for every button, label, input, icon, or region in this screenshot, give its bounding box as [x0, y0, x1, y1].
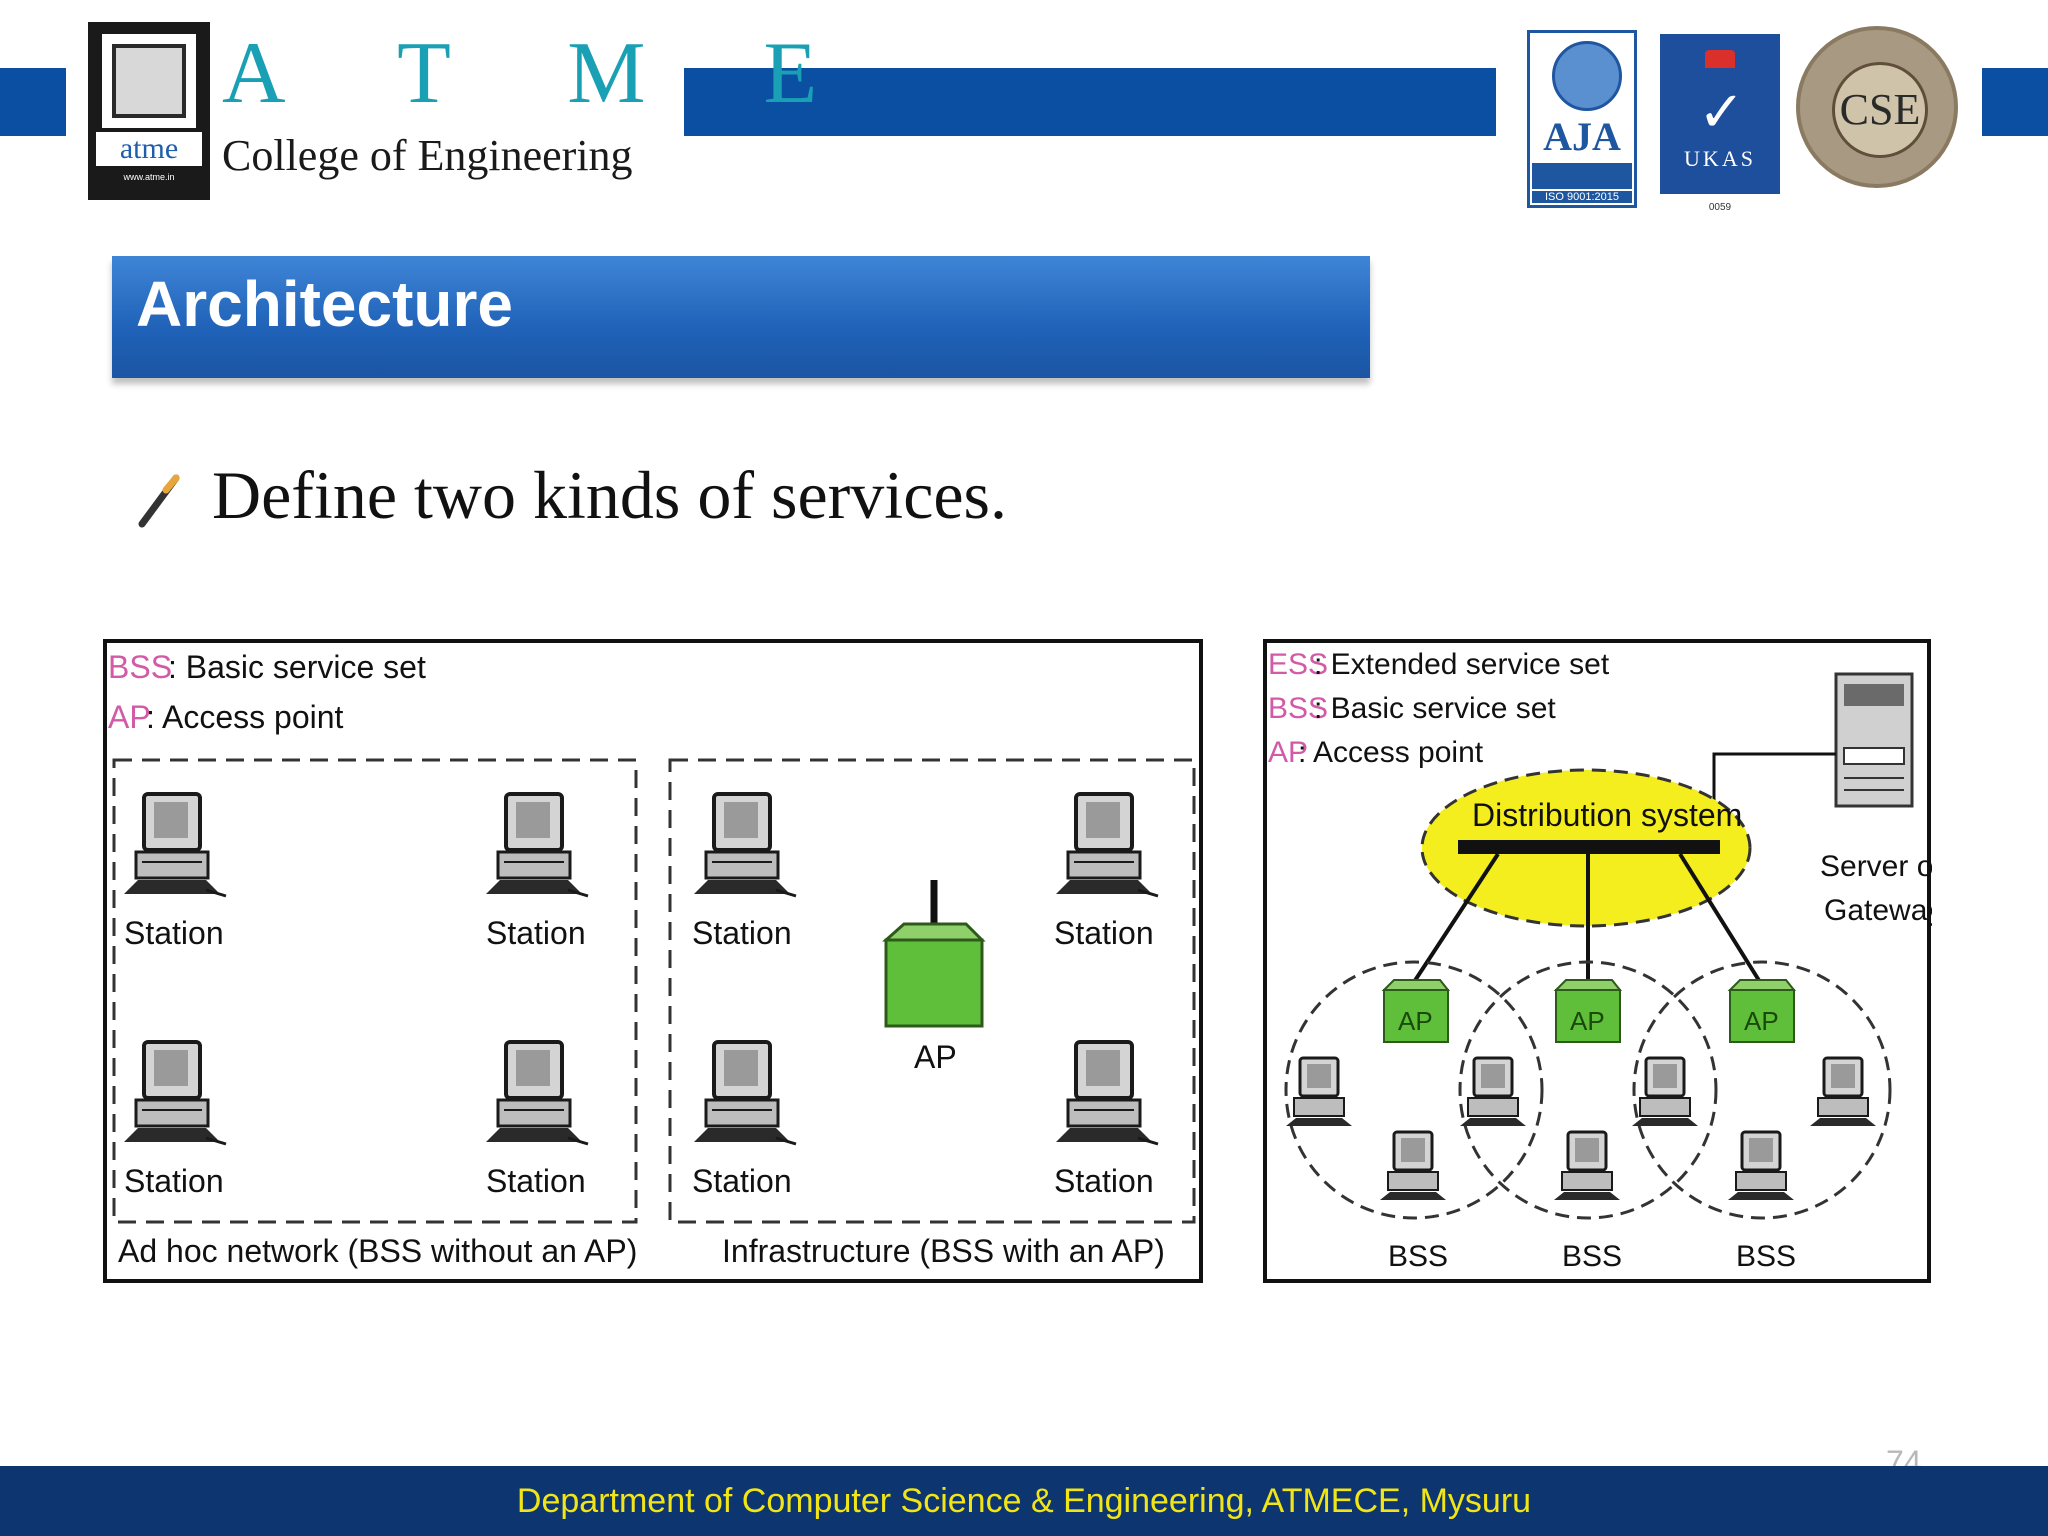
footer-text: Department of Computer Science & Enginee… — [516, 1482, 1532, 1520]
atme-logo-url: www.atme.in — [123, 172, 175, 182]
infrastructure-caption: Infrastructure (BSS with an AP) — [722, 1233, 1165, 1269]
aja-registrars-logo: AJA ISO 9001:2015 — [1527, 30, 1637, 208]
legend-text-ess: : Extended service set — [1314, 648, 1610, 681]
adhoc-bss-boundary — [112, 758, 638, 1224]
legend-abbr-ess: ESS — [1268, 648, 1328, 681]
bss-circle — [1458, 960, 1718, 1220]
station-label: Station — [692, 1163, 792, 1199]
legend-abbr-bss: BSS — [1268, 692, 1328, 725]
legend-text-ap: : Access point — [1298, 736, 1484, 769]
header-band-center — [684, 68, 1496, 136]
ukas-number: 0059 — [1708, 202, 1732, 213]
station-label: Station — [124, 915, 224, 951]
cse-department-logo: CSE — [1796, 26, 1958, 188]
aja-iso-label: ISO 9001:2015 — [1532, 191, 1632, 203]
college-name: College of Engineering — [222, 131, 633, 180]
legend-abbr-ap: AP — [1268, 736, 1308, 769]
bss-label: BSS — [1562, 1240, 1622, 1273]
legend-abbr-ap: AP — [108, 699, 151, 735]
atme-logo: atme www.atme.in — [88, 22, 210, 200]
server-label-line2: Gateway — [1824, 894, 1932, 927]
infrastructure-bss-boundary — [668, 758, 1196, 1224]
header-band-left — [0, 68, 66, 136]
station-label: Station — [486, 915, 586, 951]
pencil-icon — [138, 474, 180, 528]
ap-label: AP — [914, 1039, 957, 1075]
adhoc-caption: Ad hoc network (BSS without an AP) — [118, 1233, 637, 1269]
aja-logo-text: AJA — [1543, 114, 1621, 159]
checkmark-icon: ✓ — [1698, 80, 1745, 143]
legend-abbr-bss: BSS — [108, 649, 172, 685]
ap-label: AP — [1398, 1006, 1433, 1036]
ap-link — [1678, 852, 1762, 984]
ess-diagram: ESS : Extended service set BSS : Basic s… — [1263, 639, 1932, 1283]
legend-text-bss: : Basic service set — [1314, 692, 1556, 725]
ap-label: AP — [1570, 1006, 1605, 1036]
station-label: Station — [124, 1163, 224, 1199]
header-band-right — [1982, 68, 2048, 136]
station-label: Station — [1054, 915, 1154, 951]
ukas-logo-text: UKAS — [1684, 146, 1756, 171]
bss-circle — [1632, 960, 1892, 1220]
server-icon — [1834, 672, 1914, 808]
station-label: Station — [692, 915, 792, 951]
legend-text-bss: : Basic service set — [168, 649, 426, 685]
server-label-line1: Server or — [1820, 850, 1932, 883]
bss-label: BSS — [1736, 1240, 1796, 1273]
slide-title: Architecture — [136, 268, 513, 340]
station-label: Station — [1054, 1163, 1154, 1199]
legend-text-ap: : Access point — [146, 699, 344, 735]
ap-label: AP — [1744, 1006, 1779, 1036]
station-label: Station — [486, 1163, 586, 1199]
bss-diagram: BSS : Basic service set AP : Access poin… — [103, 639, 1203, 1283]
atme-logo-word: atme — [96, 132, 202, 166]
bss-label: BSS — [1388, 1240, 1448, 1273]
title-bar — [112, 256, 1370, 378]
ap-link — [1412, 852, 1500, 984]
bss-diagram-frame — [103, 639, 1203, 1283]
ukas-logo: ✓ UKAS — [1660, 34, 1780, 194]
bss-circle — [1284, 960, 1544, 1220]
distribution-system-label: Distribution system — [1472, 797, 1742, 833]
cse-logo-text: CSE — [1832, 62, 1928, 158]
distribution-bus — [1458, 840, 1720, 854]
bullet-text: Define two kinds of services. — [212, 457, 1008, 533]
footer-bar — [0, 1466, 2048, 1536]
brand-title: A T M E — [222, 25, 866, 122]
